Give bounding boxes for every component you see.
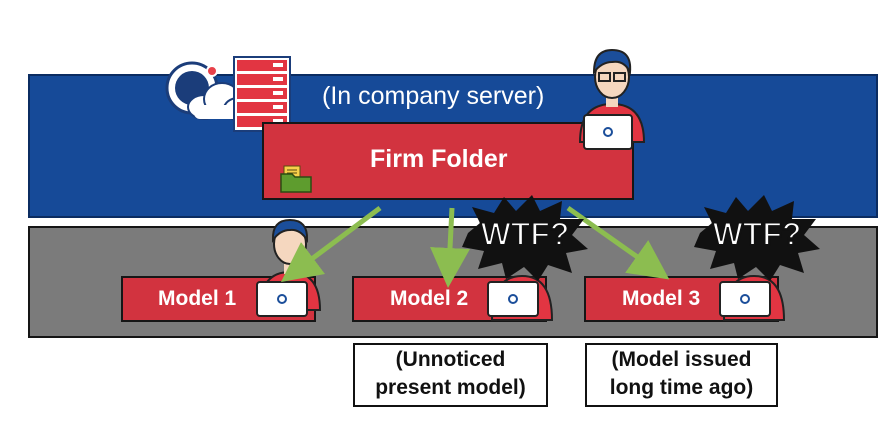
note-model-2-line1: (Unnoticed [395,348,506,371]
arrow-to-model-1 [280,205,382,282]
note-model-3-line1: (Model issued [611,348,752,371]
admin-person-icon [578,48,646,150]
note-box-model-3 [585,343,778,407]
note-model-3: (Model issued long time ago) [585,346,778,402]
firm-folder-title: Firm Folder [370,145,508,173]
wtf-text-model-2: WTF? [481,216,570,252]
model-1-label: Model 1 [158,287,237,310]
wtf-burst-model-2: WTF? [462,195,588,281]
note-model-3-line2: long time ago) [609,376,754,399]
note-model-2-line2: present model) [375,376,526,399]
server-label: (In company server) [322,82,545,110]
arrow-to-model-3 [566,205,670,280]
arrow-to-model-2 [430,207,470,288]
note-model-2: (Unnoticed present model) [353,346,548,402]
note-box-model-2 [353,343,548,407]
cloud-server-icon [165,56,291,132]
model-2-label: Model 2 [390,287,469,310]
model-2-person-icon [487,274,554,321]
wtf-text-model-3: WTF? [713,216,802,252]
wtf-burst-model-3: WTF? [694,195,820,281]
firm-folder-box [262,122,634,200]
folder-icon [280,165,312,193]
model-3-person-icon [719,274,786,321]
model-3-label: Model 3 [622,287,701,310]
